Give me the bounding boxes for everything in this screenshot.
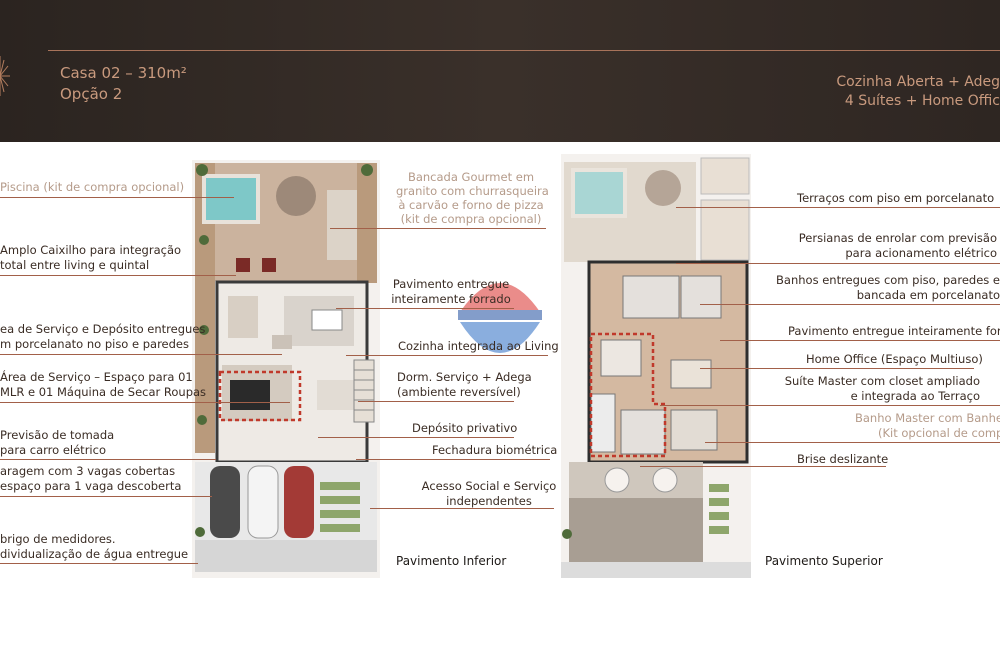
label-area-deposito-1: ea de Serviço e Depósito entregues [0,322,206,336]
leader-area-servico [0,402,290,403]
watermark-logo-icon [458,283,542,353]
label-piscina: Piscina (kit de compra opcional) [0,180,185,194]
label-garagem-1: aragem com 3 vagas cobertas [0,464,176,478]
label-medidores-2: dividualização de água entregue [0,547,189,561]
label-dorm-1: Dorm. Serviço + Adega [397,370,532,384]
label-medidores-1: brigo de medidores. [0,532,116,546]
label-bancada-1: Bancada Gourmet em [407,170,535,184]
label-dorm-2: (ambiente reversível) [397,385,521,399]
leader-banhos [700,304,1000,305]
leader-persianas [676,263,1000,264]
label-terracos: Terraços com piso em porcelanato [797,191,995,205]
label-suite-1: Suíte Master com closet ampliado [784,374,980,388]
leader-piscina [0,197,234,198]
label-area-servico-2: MLR e 01 Máquina de Secar Roupas [0,385,207,399]
leader-fechadura [356,459,550,460]
caption-pavimento-inferior: Pavimento Inferior [396,554,507,568]
label-caixilho-1: Amplo Caixilho para integração [0,243,182,257]
label-tomada-2: para carro elétrico [0,443,106,457]
label-bancada-3: à carvão e forno de pizza [398,198,544,212]
leader-terracos [676,207,1000,208]
label-area-servico-1: Área de Serviço – Espaço para 01 [0,370,193,384]
label-acesso-2: independentes [446,494,532,508]
leader-garagem [0,496,212,497]
option-title: Opção 2 [60,85,123,103]
label-persianas-2: para acionamento elétrico [845,246,997,260]
label-banho-master-2: (Kit opcional de compra [878,426,1000,440]
leader-dorm [358,401,514,402]
label-cozinha: Cozinha integrada ao Living [398,339,559,353]
leader-acesso [370,508,554,509]
floor-plan-inferior [192,160,380,578]
label-fechadura: Fechadura biométrica [432,443,558,457]
header-feature-1: Cozinha Aberta + Adeg [836,74,1000,90]
leader-tomada [0,459,216,460]
leader-caixilho [0,275,236,276]
sun-logo-icon [0,56,10,96]
label-home-office: Home Office (Espaço Multiuso) [806,352,983,366]
caption-pavimento-superior: Pavimento Superior [765,554,883,568]
leader-medidores [0,563,198,564]
label-banho-master-1: Banho Master com Banheir [855,411,1000,425]
leader-cozinha [346,355,548,356]
label-pavimento-1: Pavimento entregue [392,277,510,291]
leader-pavimento [336,308,514,309]
header-feature-2: 4 Suítes + Home Offic [844,93,1000,109]
leader-brise [640,466,886,467]
label-deposito: Depósito privativo [412,421,518,435]
header-divider [48,50,1000,51]
header-banner: Casa 02 – 310m² Opção 2 Cozinha Aberta +… [0,0,1000,142]
leader-area-deposito [0,354,282,355]
leader-deposito [318,437,514,438]
label-bancada-4: (kit de compra opcional) [400,212,542,226]
label-pavimento-superior: Pavimento entregue inteiramente forra [788,324,1000,338]
label-pavimento-2: inteiramente forrado [391,292,511,306]
label-acesso-1: Acesso Social e Serviço [421,479,557,493]
label-banhos-2: bancada em porcelanato [856,288,1000,302]
leader-banho-master [705,442,1000,443]
leader-suite [660,405,1000,406]
label-suite-2: e integrada ao Terraço [850,389,980,403]
label-garagem-2: espaço para 1 vaga descoberta [0,479,182,493]
label-area-deposito-2: m porcelanato no piso e paredes [0,337,189,351]
label-banhos-1: Banhos entregues com piso, paredes e [776,273,1000,287]
label-caixilho-2: total entre living e quintal [0,258,150,272]
label-tomada-1: Previsão de tomada [0,428,115,442]
floor-plan-superior [561,154,751,578]
leader-pavimento-superior [720,340,1000,341]
leader-bancada [330,228,546,229]
label-persianas-1: Persianas de enrolar com previsão [798,231,997,245]
label-brise: Brise deslizante [797,452,889,466]
leader-home-office [700,368,974,369]
label-bancada-2: granito com churrasqueira [396,184,549,198]
house-title: Casa 02 – 310m² [60,64,187,82]
